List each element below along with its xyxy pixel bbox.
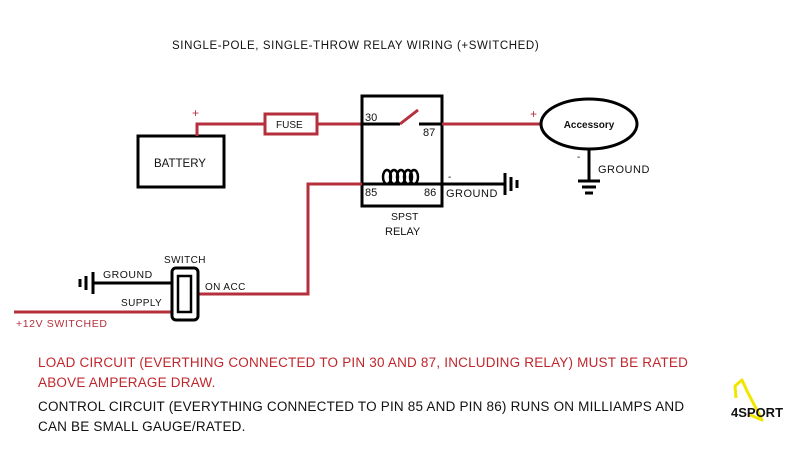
relay-pin-30: 30 [365, 112, 377, 124]
switch-ground-label: GROUND [103, 269, 153, 281]
switch-supply-label: SUPPLY [121, 298, 162, 309]
battery-box [136, 134, 226, 189]
switch-to-pin85-wire [198, 182, 362, 296]
relay-ground-icon [503, 173, 519, 195]
switch-ground-icon [78, 272, 95, 294]
accessory-positive-sign: + [530, 107, 537, 121]
accessory-ground-icon [578, 179, 600, 195]
control-circuit-note: CONTROL CIRCUIT (EVERYTHING CONNECTED TO… [38, 399, 685, 434]
relay-pin-85: 85 [365, 187, 377, 199]
relay-label-line1: SPST [391, 211, 419, 223]
relay-ground-label: GROUND [446, 188, 498, 200]
switch-rocker-icon [176, 274, 193, 314]
accessory-label: Accessory [564, 120, 615, 131]
diagram-title: SINGLE-POLE, SINGLE-THROW RELAY WIRING (… [172, 40, 539, 52]
relay-label-line2: RELAY [385, 226, 421, 238]
relay-pin-86: 86 [424, 187, 436, 199]
relay-box [360, 94, 444, 208]
switch-label: SWITCH [164, 255, 206, 266]
relay-switch-arm [399, 108, 419, 126]
relay-pin-87: 87 [423, 127, 435, 139]
fuse-label: FUSE [276, 120, 303, 131]
accessory-negative-sign: - [577, 152, 580, 163]
pin86-negative-sign: - [448, 172, 451, 183]
battery-to-fuse-wire [195, 122, 265, 136]
accessory-ground-label: GROUND [598, 164, 650, 176]
battery-label: BATTERY [154, 158, 206, 170]
4sport-logo-text: 4SPORT [731, 405, 784, 420]
battery-positive-sign: + [192, 106, 199, 120]
load-circuit-note: LOAD CIRCUIT (EVERTHING CONNECTED TO PIN… [38, 355, 689, 390]
4sport-logo-icon [733, 378, 764, 422]
supply-wire-label: +12V SWITCHED [16, 318, 108, 330]
relay-coil-icon [381, 168, 420, 186]
switch-output-label: ON ACC [205, 282, 246, 293]
